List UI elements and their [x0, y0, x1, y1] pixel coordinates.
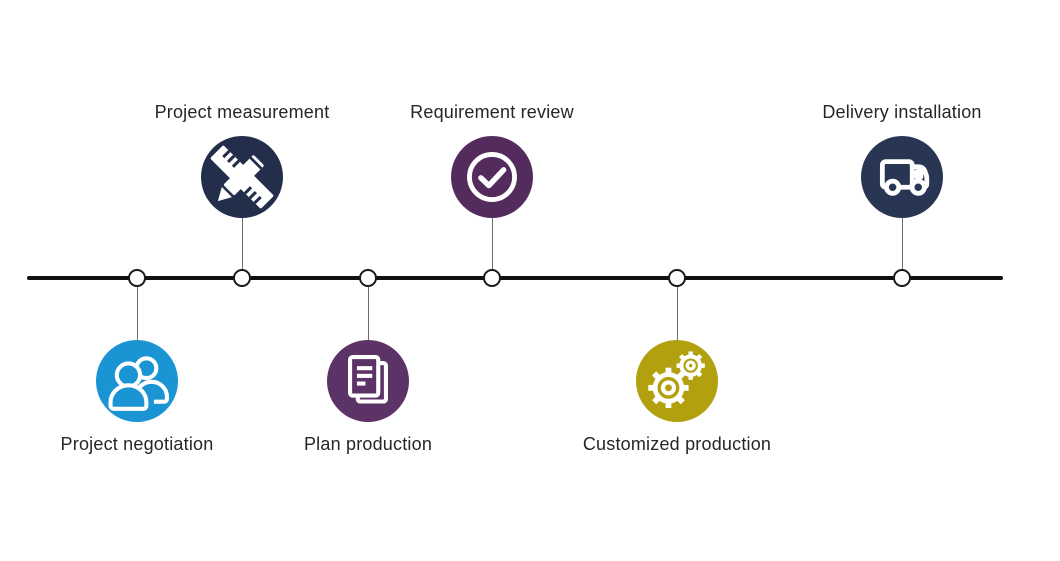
- timeline-node: [893, 269, 911, 287]
- check-icon: [467, 152, 517, 202]
- timeline-node: [668, 269, 686, 287]
- step-connector: [241, 218, 243, 269]
- timeline-node: [483, 269, 501, 287]
- gears-icon: [648, 351, 705, 408]
- step-label: Project measurement: [154, 102, 330, 122]
- step-icon-circle: [96, 340, 178, 422]
- step-connector: [367, 287, 369, 340]
- step-label: Plan production: [303, 434, 433, 454]
- people-icon: [108, 356, 169, 411]
- step-label: Customized production: [582, 434, 772, 454]
- step-connector: [136, 287, 138, 340]
- step-label: Delivery installation: [822, 102, 982, 122]
- step-label: Requirement review: [410, 102, 574, 122]
- step-icon-circle: [451, 136, 533, 218]
- truck-icon: [879, 159, 930, 196]
- step-connector: [901, 218, 903, 269]
- document-icon: [348, 355, 388, 404]
- step-connector: [676, 287, 678, 340]
- timeline-node: [233, 269, 251, 287]
- ruler-pencil-icon: [210, 145, 274, 209]
- timeline-node: [128, 269, 146, 287]
- timeline-line: [27, 276, 1003, 280]
- step-icon-circle: [861, 136, 943, 218]
- step-label: Project negotiation: [60, 434, 214, 454]
- step-connector: [491, 218, 493, 269]
- step-icon-circle: [201, 136, 283, 218]
- timeline-node: [359, 269, 377, 287]
- step-icon-circle: [636, 340, 718, 422]
- step-icon-circle: [327, 340, 409, 422]
